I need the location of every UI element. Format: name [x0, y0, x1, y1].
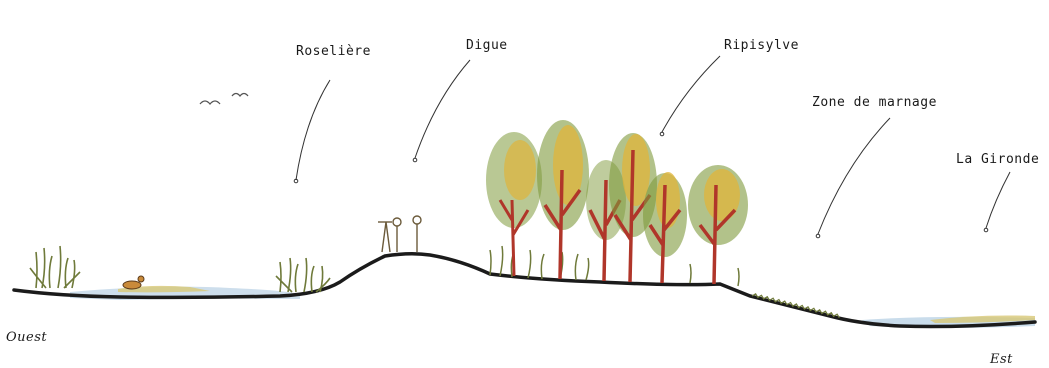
tree-1: [486, 132, 542, 276]
water-areas: [70, 286, 1035, 328]
label-est: Est: [990, 352, 1013, 367]
label-roseliere: Roselière: [296, 44, 371, 59]
understory-grass: [490, 246, 739, 286]
leader-gironde: [986, 172, 1010, 228]
label-zone-de-marnage: Zone de marnage: [812, 95, 937, 110]
leader-digue: [415, 60, 470, 158]
reeds-center: [276, 258, 330, 292]
leader-ripisylve: [662, 56, 720, 132]
leader-marnage: [818, 118, 890, 234]
people-on-dike: [378, 216, 421, 252]
marnage-grass: [752, 293, 840, 318]
reeds-left: [30, 246, 80, 288]
label-la-gironde: La Gironde: [956, 152, 1039, 167]
label-ouest: Ouest: [6, 330, 47, 345]
label-digue: Digue: [466, 38, 508, 53]
riparian-trees: [486, 120, 748, 284]
tree-5: [643, 172, 687, 283]
birds: [200, 94, 248, 105]
label-ripisylve: Ripisylve: [724, 38, 799, 53]
tree-6: [688, 165, 748, 284]
leader-roseliere: [296, 80, 330, 180]
